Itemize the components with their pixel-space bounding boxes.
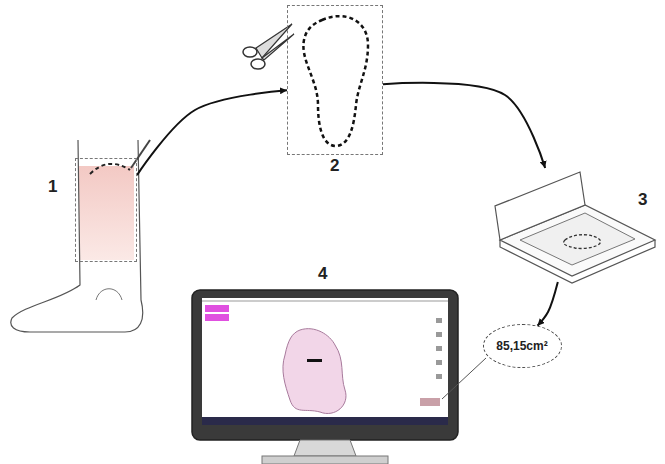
wound-tracing <box>90 164 130 174</box>
result-callout: 85,15cm² <box>483 324 562 368</box>
tool-icon <box>436 374 442 379</box>
leg-outline <box>11 140 143 332</box>
ankle-bone <box>96 289 122 300</box>
callout-number: 3 <box>638 190 647 210</box>
result-field <box>420 398 440 406</box>
leader-line <box>442 358 486 399</box>
scanner-lid <box>495 172 585 240</box>
flow-arrow <box>137 90 287 175</box>
callout-number: 1 <box>48 177 57 197</box>
flow-arrow <box>383 83 545 168</box>
scanner-region: 3 <box>495 168 658 282</box>
monitor-frame <box>192 290 458 440</box>
scan-marker <box>307 359 322 362</box>
scissors-handle <box>251 59 265 69</box>
traced-outline <box>303 16 368 146</box>
tool-icon <box>436 318 442 323</box>
step-region: 2 <box>287 5 383 155</box>
screen-tab <box>205 305 229 312</box>
screen-menubar <box>202 300 448 302</box>
callout-number: 2 <box>330 156 339 176</box>
tool-icon <box>436 346 442 351</box>
screen-toolbar <box>436 318 442 379</box>
wound-scan <box>283 329 346 414</box>
callout-number: 4 <box>318 264 327 284</box>
flow-arrow <box>537 282 557 326</box>
pen <box>131 140 150 168</box>
screen-tab <box>205 314 229 321</box>
wound-area <box>79 166 134 260</box>
measurement-value: 85,15cm² <box>496 339 547 353</box>
film-on-glass <box>564 235 601 249</box>
monitor-stand <box>262 456 388 464</box>
step-region: 1 <box>75 158 137 262</box>
monitor-neck <box>294 440 356 456</box>
scissors-blade <box>262 34 294 60</box>
tool-icon <box>436 360 442 365</box>
monitor-screen <box>202 298 448 425</box>
scissors-handle <box>243 47 257 57</box>
monitor-region: 4 <box>190 288 460 460</box>
tool-icon <box>436 332 442 337</box>
taskbar <box>202 417 448 425</box>
